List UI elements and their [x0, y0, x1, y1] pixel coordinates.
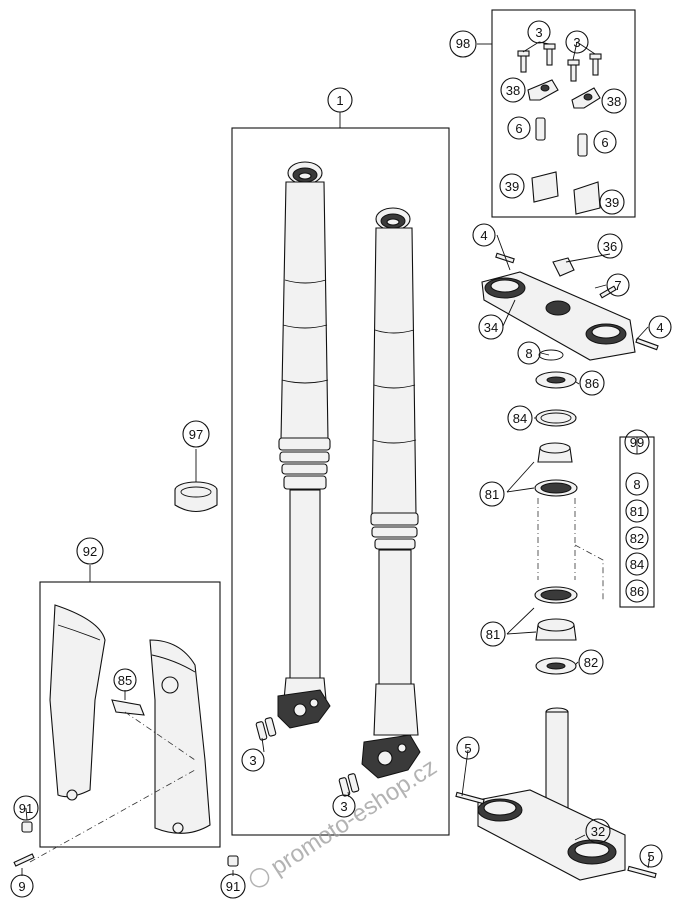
fork-guards: [13, 604, 239, 867]
svg-text:4: 4: [656, 320, 663, 335]
callout-3-kit-left: 3: [527, 20, 551, 44]
svg-text:39: 39: [605, 195, 619, 210]
svg-text:39: 39: [505, 179, 519, 194]
svg-text:8: 8: [633, 477, 640, 492]
callout-38-right: 38: [601, 88, 627, 114]
bolts-axle-clamp-right: [338, 773, 360, 797]
svg-text:34: 34: [484, 320, 498, 335]
svg-text:86: 86: [585, 376, 599, 391]
upper-triple-clamp: [481, 252, 659, 361]
callout-8: 8: [517, 341, 541, 365]
svg-text:97: 97: [189, 427, 203, 442]
svg-text:5: 5: [464, 741, 471, 756]
callout-7: 7: [606, 273, 630, 297]
callout-kit-84: 84: [625, 552, 649, 576]
callout-91-bottom: 91: [220, 873, 246, 899]
svg-text:91: 91: [226, 879, 240, 894]
svg-text:99: 99: [630, 435, 644, 450]
lower-triple-clamp: [455, 707, 657, 881]
svg-text:82: 82: [630, 531, 644, 546]
svg-text:84: 84: [630, 557, 644, 572]
callout-98: 98: [449, 30, 477, 58]
frame-fork-assembly: [231, 127, 450, 836]
svg-text:38: 38: [607, 94, 621, 109]
svg-text:3: 3: [573, 35, 580, 50]
callout-85: 85: [113, 668, 137, 692]
svg-text:6: 6: [515, 121, 522, 136]
frame-fork-guards: [39, 581, 221, 848]
callout-38-left: 38: [500, 77, 526, 103]
bolts-axle-clamp-left: [255, 717, 277, 741]
watermark: promoto-eshop.cz: [249, 754, 442, 888]
svg-text:4: 4: [480, 228, 487, 243]
svg-text:3: 3: [340, 799, 347, 814]
callout-3-fork-right: 3: [332, 794, 356, 818]
svg-text:9: 9: [18, 879, 25, 894]
svg-text:81: 81: [486, 627, 500, 642]
callout-5-left: 5: [456, 736, 480, 760]
steering-bearings: [534, 349, 604, 675]
svg-text:38: 38: [506, 83, 520, 98]
callout-6-left: 6: [507, 116, 531, 140]
svg-text:3: 3: [249, 753, 256, 768]
svg-text:8: 8: [525, 346, 532, 361]
callout-kit-86: 86: [625, 579, 649, 603]
frame-clamp-kit: [491, 9, 636, 218]
callout-kit-8: 8: [625, 472, 649, 496]
callout-34: 34: [478, 314, 504, 340]
callout-81-upper: 81: [479, 481, 505, 507]
callout-99: 99: [624, 429, 650, 455]
callout-97: 97: [182, 420, 210, 448]
callout-3-fork-left: 3: [241, 748, 265, 772]
svg-text:7: 7: [614, 278, 621, 293]
callout-84: 84: [507, 405, 533, 431]
svg-text:1: 1: [336, 93, 343, 108]
callout-92: 92: [76, 537, 104, 565]
leader-lines: [21, 41, 651, 876]
callout-3-kit-right: 3: [565, 30, 589, 54]
callout-4-top: 4: [472, 223, 496, 247]
fork-leg-right: [361, 207, 421, 779]
svg-text:91: 91: [19, 801, 33, 816]
callout-kit-82: 82: [625, 526, 649, 550]
svg-text:92: 92: [83, 544, 97, 559]
svg-text:5: 5: [647, 849, 654, 864]
callout-82: 82: [578, 649, 604, 675]
svg-text:3: 3: [535, 25, 542, 40]
callout-9: 9: [10, 874, 34, 898]
callout-6-right: 6: [593, 130, 617, 154]
svg-text:85: 85: [118, 673, 132, 688]
svg-text:81: 81: [630, 504, 644, 519]
callout-36: 36: [597, 233, 623, 259]
svg-text:86: 86: [630, 584, 644, 599]
callout-5-right: 5: [639, 844, 663, 868]
svg-text:6: 6: [601, 135, 608, 150]
clamp-kit-parts: [517, 43, 602, 215]
adjuster-ring: [174, 481, 218, 513]
callout-4-right: 4: [648, 315, 672, 339]
callout-86: 86: [579, 370, 605, 396]
svg-text:promoto-eshop.cz: promoto-eshop.cz: [266, 754, 442, 881]
svg-text:36: 36: [603, 239, 617, 254]
callout-39-left: 39: [499, 173, 525, 199]
callout-91-left: 91: [13, 795, 39, 821]
callout-39-right: 39: [599, 189, 625, 215]
svg-text:32: 32: [591, 824, 605, 839]
svg-text:98: 98: [456, 36, 470, 51]
callout-kit-81: 81: [625, 499, 649, 523]
callout-81-lower: 81: [480, 621, 506, 647]
callout-1: 1: [327, 87, 353, 113]
svg-text:82: 82: [584, 655, 598, 670]
callout-32: 32: [585, 818, 611, 844]
svg-text:81: 81: [485, 487, 499, 502]
svg-text:84: 84: [513, 411, 527, 426]
fork-leg-left: [277, 161, 331, 729]
